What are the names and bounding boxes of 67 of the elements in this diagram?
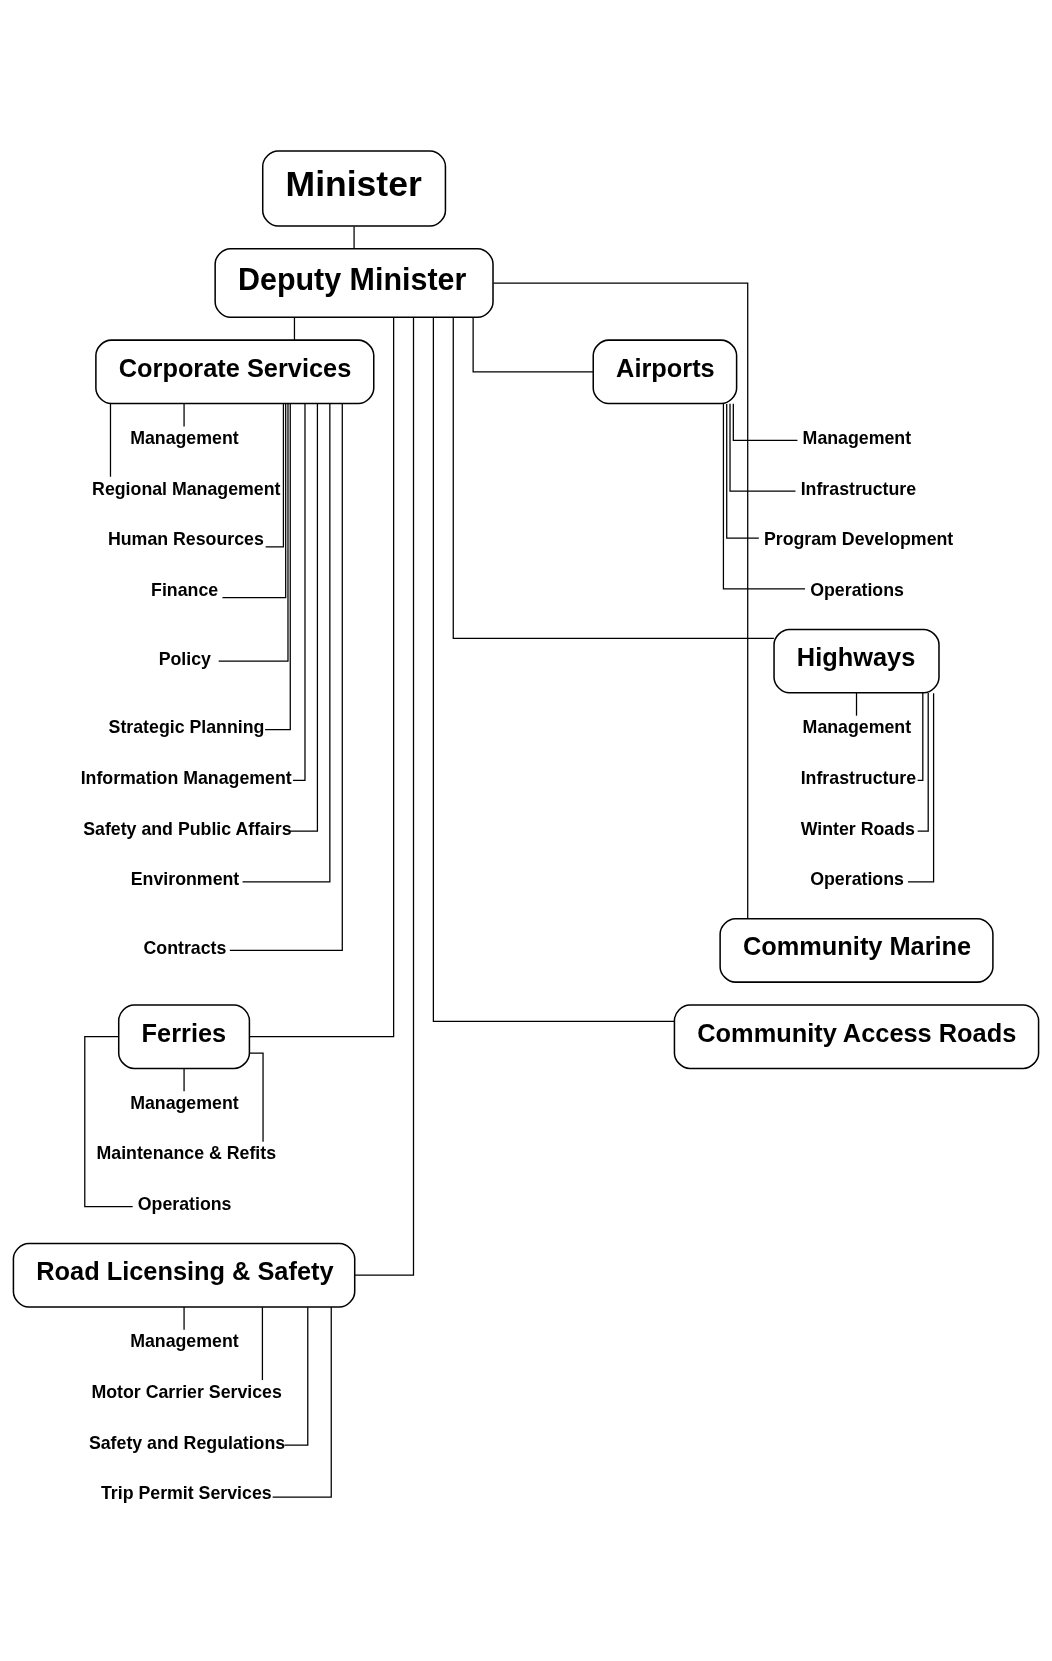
connector [272, 1306, 332, 1498]
node-text: Finance [151, 580, 219, 601]
connector [917, 692, 929, 832]
node-text: Trip Permit Services [100, 1483, 272, 1504]
node-text: Winter Roads [800, 818, 915, 839]
connector [354, 317, 415, 1276]
node-box: Community Marine [719, 917, 994, 983]
node-text: Safety and Regulations [88, 1432, 286, 1453]
connector [183, 1067, 185, 1092]
connector [109, 403, 112, 478]
node-text: Human Resources [107, 529, 264, 550]
connector [732, 403, 799, 441]
node-text: Strategic Planning [108, 717, 265, 738]
connector [221, 403, 287, 599]
connector [283, 1306, 309, 1446]
connector [84, 1036, 134, 1208]
connector [855, 692, 858, 717]
connector [353, 225, 355, 249]
connector [293, 316, 296, 341]
connector [916, 692, 924, 781]
connector [289, 403, 319, 832]
connector [907, 692, 935, 883]
connector [726, 403, 760, 539]
node-box: Ferries [117, 1004, 251, 1070]
connector [265, 403, 285, 548]
connector [261, 1306, 264, 1381]
node-text: Maintenance & Refits [96, 1143, 277, 1164]
node-box: Deputy Minister [214, 248, 494, 319]
node-text: Policy [158, 648, 211, 669]
node-box: Minister [261, 150, 447, 227]
node-box: Airports [592, 339, 738, 405]
connector [492, 282, 749, 920]
node-text: Motor Carrier Services [91, 1381, 282, 1402]
connector [264, 402, 291, 731]
node-text: Program Development [763, 529, 954, 550]
node-text: Safety and Public Affairs [83, 818, 292, 839]
node-text: Regional Management [92, 478, 281, 499]
node-text: Infrastructure [800, 767, 917, 788]
node-text: Management [802, 717, 912, 738]
connector [183, 1306, 185, 1331]
node-text: Management [130, 1331, 239, 1352]
connector [218, 403, 289, 662]
node-text: Contracts [143, 937, 227, 958]
connector [729, 403, 797, 492]
node-box: Highways [773, 628, 940, 694]
connector [452, 316, 775, 639]
node-box: Corporate Services [95, 339, 375, 405]
node-text: Operations [810, 869, 904, 890]
node-text: Information Management [80, 767, 292, 788]
connector [241, 403, 331, 883]
node-box: Road Licensing & Safety [12, 1242, 356, 1308]
connector [292, 403, 306, 781]
connector [472, 316, 594, 373]
connector [229, 403, 343, 952]
connector [432, 317, 675, 1023]
node-text: Infrastructure [800, 478, 917, 499]
connector [249, 1052, 264, 1143]
connector [249, 316, 395, 1038]
node-text: Operations [137, 1194, 232, 1215]
connector [722, 403, 806, 590]
node-text: Management [130, 427, 239, 448]
connector [183, 403, 185, 427]
node-text: Management [802, 427, 912, 448]
node-text: Management [130, 1092, 239, 1113]
node-box: Community Access Roads [673, 1004, 1040, 1070]
node-text: Operations [810, 580, 904, 601]
node-text: Environment [130, 869, 240, 890]
